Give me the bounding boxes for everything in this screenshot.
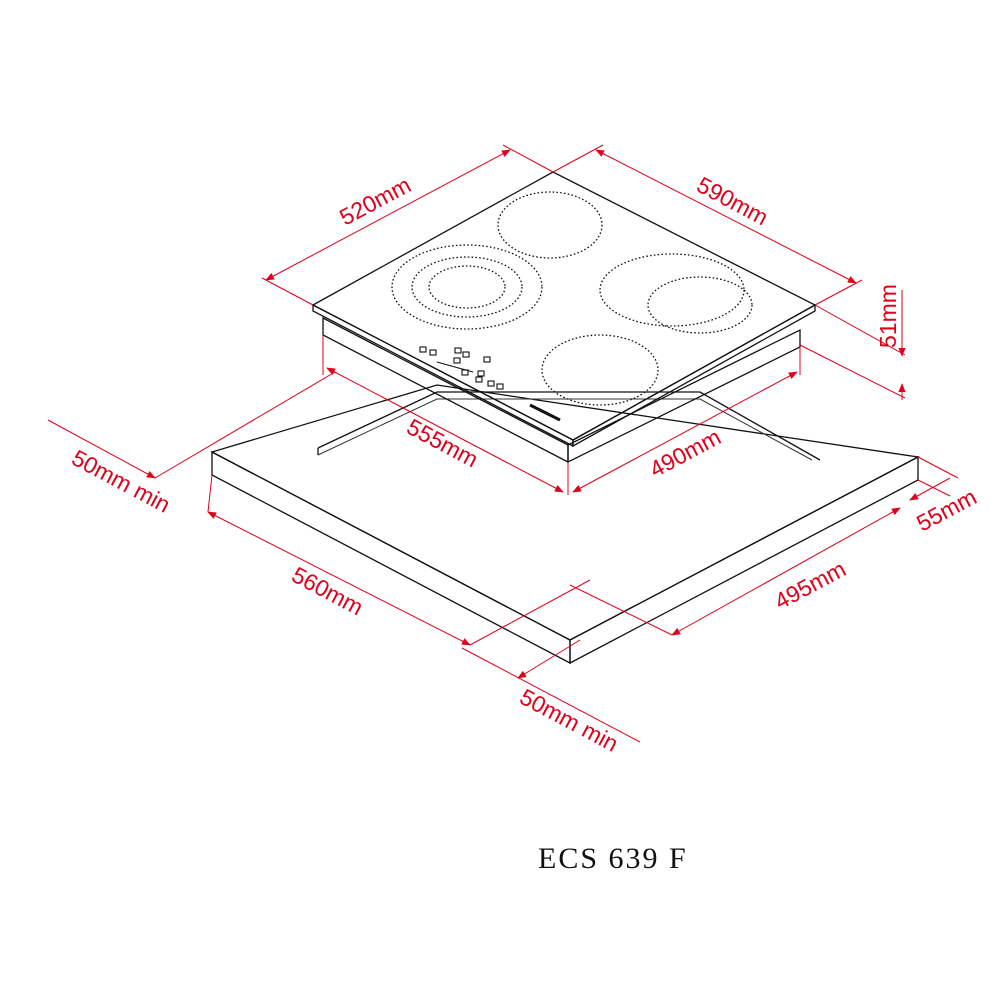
cooking-zone-rear-right-inner (647, 276, 753, 334)
control-button (454, 347, 462, 354)
dimension-label-clearance-left: 50mm min (68, 444, 175, 517)
cutout-opening (317, 391, 821, 461)
dimension-clearance-left: 50mm min (47, 371, 336, 518)
brand-mark (529, 403, 561, 422)
dimension-hob-width: 520mm (261, 144, 554, 306)
dimension-label-hob-depth: 590mm (693, 171, 773, 230)
cooking-zone-front-left-outer (391, 244, 543, 330)
dimension-cutout-width: 555mm (322, 335, 569, 495)
dimension-label-hob-height: 51mm (875, 284, 901, 348)
dimension-worktop-depth: 495mm (569, 507, 901, 636)
cooking-zones (391, 191, 753, 406)
control-button (462, 351, 470, 358)
dimension-label-worktop-width: 560mm (288, 561, 368, 620)
dimension-worktop-edge: 55mm (909, 456, 981, 536)
control-button (496, 383, 504, 390)
cooking-zone-front-left-inner (428, 265, 506, 309)
control-button (483, 356, 491, 363)
control-panel (419, 346, 561, 422)
dimension-hob-height: 51mm (799, 284, 906, 400)
dimension-hob-depth: 590mm (552, 144, 863, 306)
cooking-zone-front-left-middle (411, 256, 523, 318)
model-name: ECS 639 F (538, 842, 688, 875)
worktop (210, 384, 921, 665)
control-button (477, 370, 485, 377)
dimension-label-worktop-depth: 495mm (770, 555, 850, 614)
dimension-worktop-width: 560mm (207, 474, 591, 646)
dimension-label-worktop-edge: 55mm (912, 483, 981, 536)
cooking-zone-rear-right-outer (599, 253, 745, 327)
dimension-label-cutout-width: 555mm (403, 413, 483, 472)
dimension-label-clearance-front: 50mm min (516, 683, 623, 756)
control-button (419, 346, 427, 353)
dimension-cutout-depth: 490mm (572, 347, 801, 493)
control-button (453, 357, 461, 364)
control-button (475, 376, 483, 383)
cooking-zone-front-right (541, 334, 659, 406)
control-button (429, 349, 437, 356)
control-button (487, 380, 495, 387)
dimension-clearance-front: 50mm min (461, 639, 641, 757)
cooking-zone-rear-left (497, 191, 603, 259)
